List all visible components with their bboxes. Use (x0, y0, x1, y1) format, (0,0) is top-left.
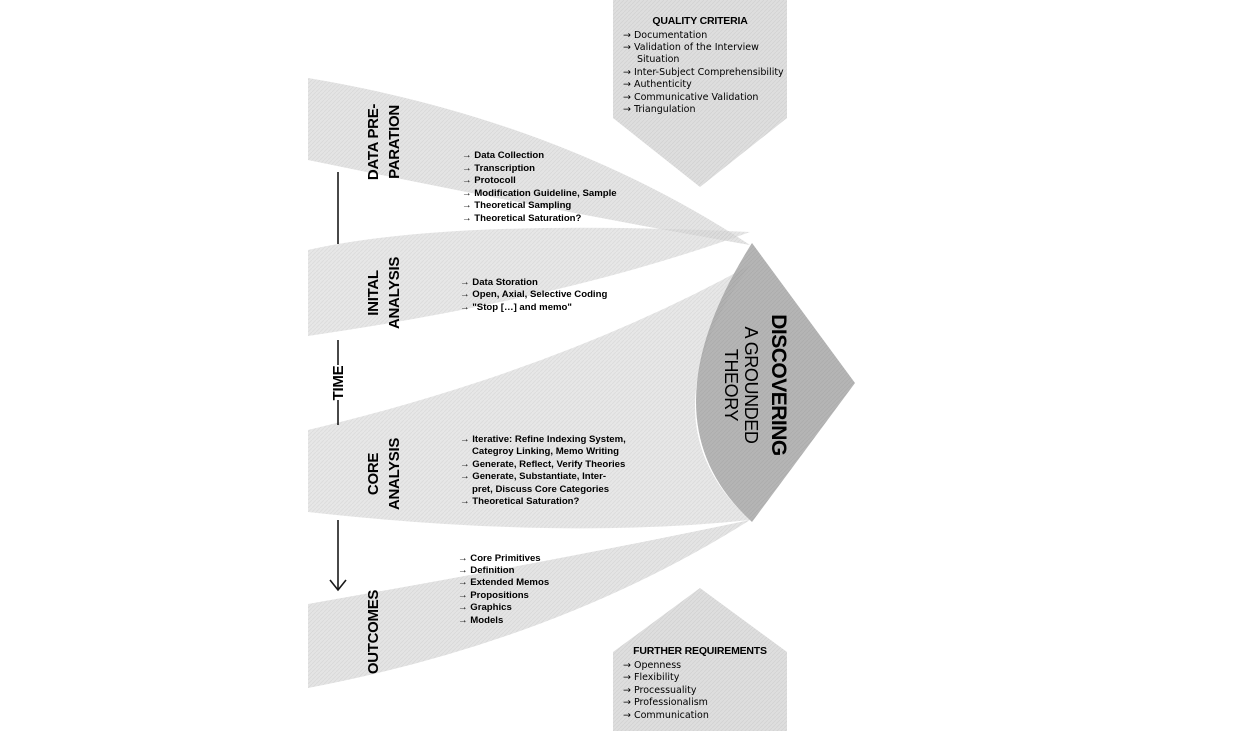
goal-subtitle-1: A GROUNDED (741, 326, 761, 443)
list-item: → Theoretical Sampling (462, 200, 571, 211)
goal-pentagon (696, 243, 855, 522)
list-item: → Modification Guideline, Sample (462, 188, 617, 199)
initial-analysis-items: → Data Storation → Open, Axial, Selectiv… (460, 277, 607, 313)
band-initial-analysis (308, 227, 750, 336)
band-data-preparation (308, 78, 750, 245)
list-item: → Flexibility (623, 672, 680, 683)
further-requirements-title: FURTHER REQUIREMENTS (633, 645, 767, 657)
list-item: → Communication (623, 710, 709, 721)
arrow-down-icon (329, 579, 347, 592)
list-item: → Extended Memos (458, 577, 549, 588)
band-core-analysis (308, 265, 750, 529)
list-item: → "Stop […] and memo" (460, 302, 572, 313)
list-item: Categroy Linking, Memo Writing (472, 446, 619, 457)
list-item: → Validation of the Interview (623, 42, 759, 53)
list-item: → Documentation (623, 30, 707, 41)
list-item: → Models (458, 615, 503, 626)
list-item: → Definition (458, 565, 515, 576)
list-item: → Theoretical Saturation? (462, 213, 582, 224)
time-axis: TIME (329, 172, 347, 592)
list-item: → Open, Axial, Selective Coding (460, 289, 607, 300)
list-item: → Iterative: Refine Indexing System, (460, 434, 626, 445)
core-analysis-items: → Iterative: Refine Indexing System, Cat… (460, 434, 626, 507)
phase-label-outcomes: OUTCOMES (365, 590, 382, 675)
data-preparation-items: → Data Collection → Transcription → Prot… (462, 150, 617, 224)
list-item: → Generate, Reflect, Verify Theories (460, 459, 625, 470)
phase-label-initial-analysis-1: INITAL (365, 270, 382, 316)
phase-label-data-preparation-2: PARATION (386, 105, 403, 179)
list-item: → Transcription (462, 163, 535, 174)
list-item: → Professionalism (623, 697, 708, 708)
list-item: → Theoretical Saturation? (460, 496, 580, 507)
goal-title: DISCOVERING (767, 314, 790, 456)
quality-criteria-box (613, 0, 787, 187)
list-item: Situation (637, 54, 679, 65)
further-requirements-box (613, 588, 787, 731)
list-item: pret, Discuss Core Categories (472, 484, 609, 495)
list-item: → Communicative Validation (623, 92, 758, 103)
list-item: → Data Storation (460, 277, 538, 288)
list-item: → Inter-Subject Comprehensibility (623, 67, 784, 78)
further-requirements-items: → Openness → Flexibility → Processuality… (623, 660, 709, 721)
list-item: → Openness (623, 660, 681, 671)
list-item: → Data Collection (462, 150, 544, 161)
list-item: → Graphics (458, 602, 512, 613)
quality-criteria-title: QUALITY CRITERIA (652, 15, 748, 27)
phase-label-initial-analysis-2: ANALYSIS (386, 257, 403, 329)
band-outcomes (308, 520, 750, 688)
goal-subtitle-2: THEORY (721, 349, 741, 422)
list-item: → Authenticity (623, 79, 692, 90)
list-item: → Generate, Substantiate, Inter- (460, 471, 606, 482)
quality-criteria-items: → Documentation → Validation of the Inte… (623, 30, 784, 115)
list-item: → Protocoll (462, 175, 516, 186)
phase-label-data-preparation-1: DATA PRE- (365, 104, 382, 180)
time-axis-label: TIME (330, 365, 347, 400)
outcomes-items: → Core Primitives → Definition → Extende… (458, 553, 549, 626)
list-item: → Core Primitives (458, 553, 541, 564)
list-item: → Processuality (623, 685, 697, 696)
phase-label-core-analysis-2: ANALYSIS (386, 438, 403, 510)
phase-label-core-analysis-1: CORE (365, 453, 382, 495)
list-item: → Propositions (458, 590, 529, 601)
list-item: → Triangulation (623, 104, 695, 115)
